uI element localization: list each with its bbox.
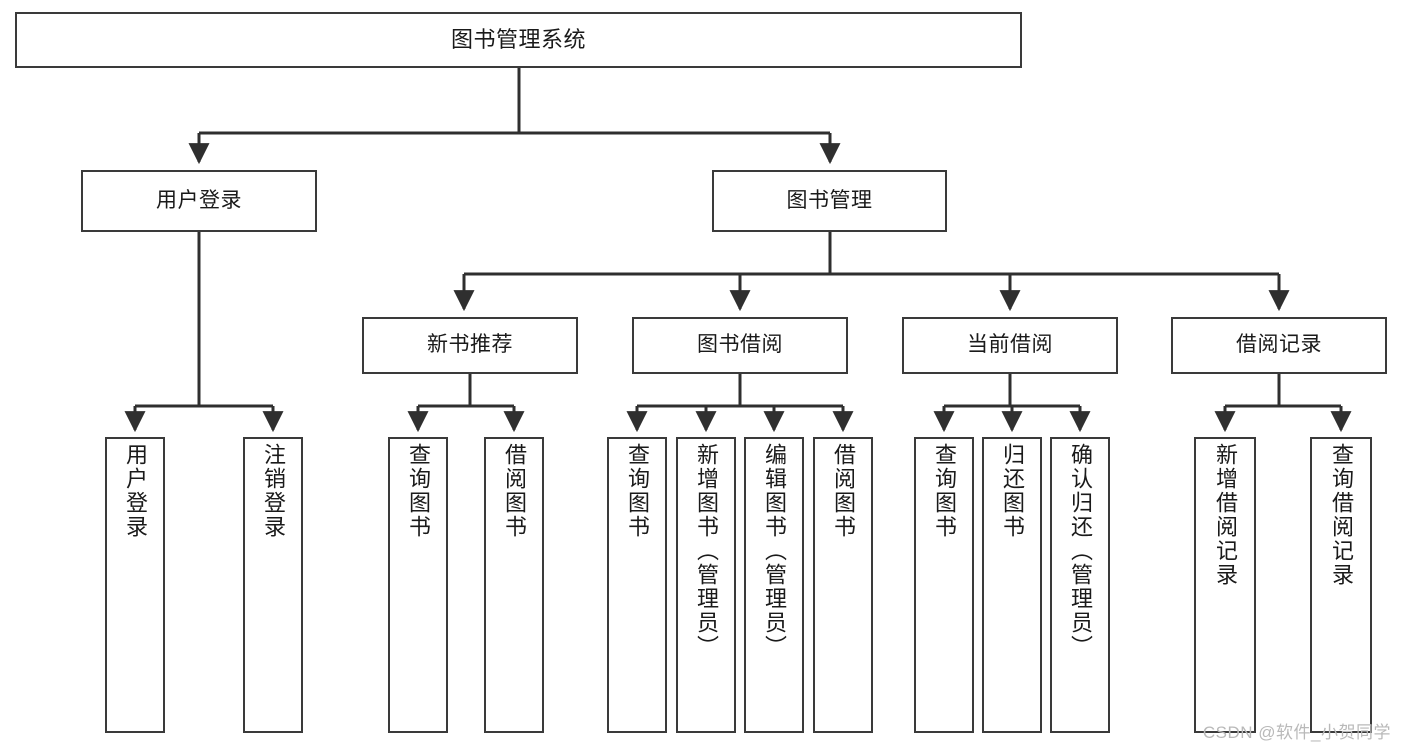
leaf-borrow-book-recommend[interactable]: 借阅图书 bbox=[484, 437, 544, 733]
node-label: 查询借阅记录 bbox=[1329, 443, 1354, 587]
leaf-borrow-book[interactable]: 借阅图书 bbox=[813, 437, 873, 733]
leaf-query-book-borrow[interactable]: 查询图书 bbox=[607, 437, 667, 733]
node-new-book-recommend[interactable]: 新书推荐 bbox=[362, 317, 578, 374]
node-label: 新增图书（管理员） bbox=[694, 443, 719, 659]
node-label: 用户登录 bbox=[123, 443, 148, 539]
leaf-add-book[interactable]: 新增图书（管理员） bbox=[676, 437, 736, 733]
node-current-borrow[interactable]: 当前借阅 bbox=[902, 317, 1118, 374]
leaf-confirm-return[interactable]: 确认归还（管理员） bbox=[1050, 437, 1110, 733]
node-label: 借阅记录 bbox=[1236, 333, 1322, 357]
leaf-edit-book[interactable]: 编辑图书（管理员） bbox=[744, 437, 804, 733]
node-label: 新增借阅记录 bbox=[1213, 443, 1238, 587]
node-borrow-record[interactable]: 借阅记录 bbox=[1171, 317, 1387, 374]
node-label: 借阅图书 bbox=[831, 443, 856, 539]
leaf-query-book-current[interactable]: 查询图书 bbox=[914, 437, 974, 733]
leaf-return-book[interactable]: 归还图书 bbox=[982, 437, 1042, 733]
node-label: 查询图书 bbox=[625, 443, 650, 539]
node-label: 查询图书 bbox=[406, 443, 431, 539]
node-label: 注销登录 bbox=[261, 443, 286, 539]
leaf-query-book-recommend[interactable]: 查询图书 bbox=[388, 437, 448, 733]
node-label: 归还图书 bbox=[1000, 443, 1025, 539]
node-label: 图书借阅 bbox=[697, 333, 783, 357]
leaf-add-borrow-record[interactable]: 新增借阅记录 bbox=[1194, 437, 1256, 733]
node-label: 查询图书 bbox=[932, 443, 957, 539]
node-user-login[interactable]: 用户登录 bbox=[81, 170, 317, 232]
node-label: 用户登录 bbox=[156, 188, 242, 212]
node-label: 图书管理系统 bbox=[450, 27, 586, 53]
node-label: 图书管理 bbox=[786, 188, 873, 212]
node-book-borrow[interactable]: 图书借阅 bbox=[632, 317, 848, 374]
node-label: 确认归还（管理员） bbox=[1068, 443, 1093, 659]
leaf-query-borrow-record[interactable]: 查询借阅记录 bbox=[1310, 437, 1372, 733]
leaf-user-logout[interactable]: 注销登录 bbox=[243, 437, 303, 733]
leaf-user-login[interactable]: 用户登录 bbox=[105, 437, 165, 733]
node-book-manage[interactable]: 图书管理 bbox=[712, 170, 947, 232]
node-label: 当前借阅 bbox=[967, 333, 1053, 357]
csdn-watermark: CSDN @软件_小贺同学 bbox=[1202, 723, 1391, 742]
node-root-system[interactable]: 图书管理系统 bbox=[15, 12, 1022, 68]
node-label: 借阅图书 bbox=[502, 443, 527, 539]
node-label: 编辑图书（管理员） bbox=[762, 443, 787, 659]
node-label: 新书推荐 bbox=[427, 333, 513, 357]
